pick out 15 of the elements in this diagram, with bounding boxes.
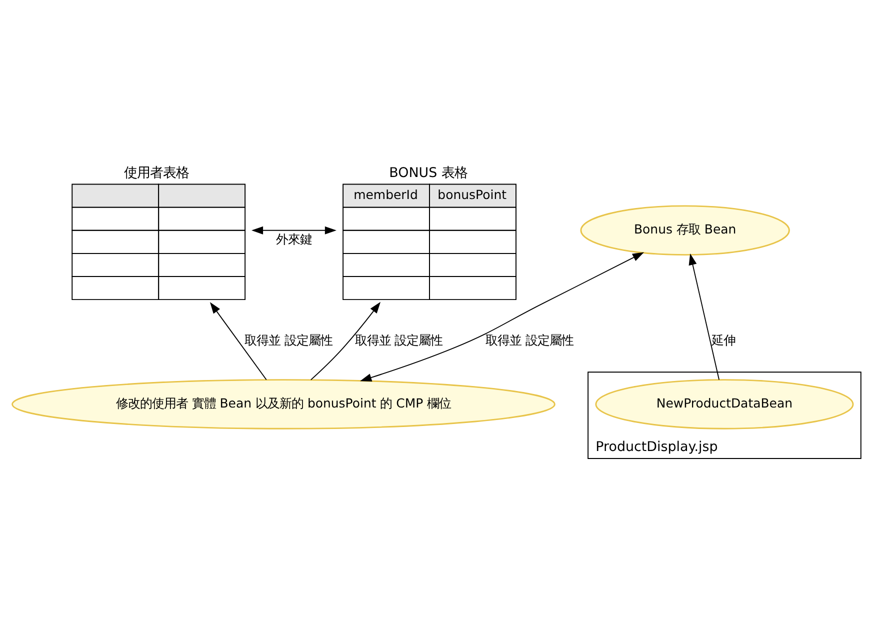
node-label: 使用者表格 xyxy=(124,166,189,181)
arrow xyxy=(310,302,381,380)
edge-label: 外來鍵 xyxy=(276,231,312,246)
edge-label: 取得並 設定屬性 xyxy=(244,332,332,348)
arrow xyxy=(360,252,644,382)
arrow xyxy=(688,253,720,380)
edge-label: 取得並 設定屬性 xyxy=(354,332,443,348)
node-ellipse: 修改的使用者 實體 Bean 以及新的 bonusPoint 的 CMP 欄位 xyxy=(12,379,556,430)
edge-label: 延伸 xyxy=(712,332,736,348)
arrow xyxy=(252,226,336,234)
node-label: BONUS 表格 xyxy=(389,166,468,181)
arrow xyxy=(210,302,267,380)
node-ellipse: Bonus 存取 Bean xyxy=(580,205,790,256)
edge-label: 取得並 設定屬性 xyxy=(485,332,574,348)
node-ellipse: NewProductDataBean xyxy=(595,379,854,430)
